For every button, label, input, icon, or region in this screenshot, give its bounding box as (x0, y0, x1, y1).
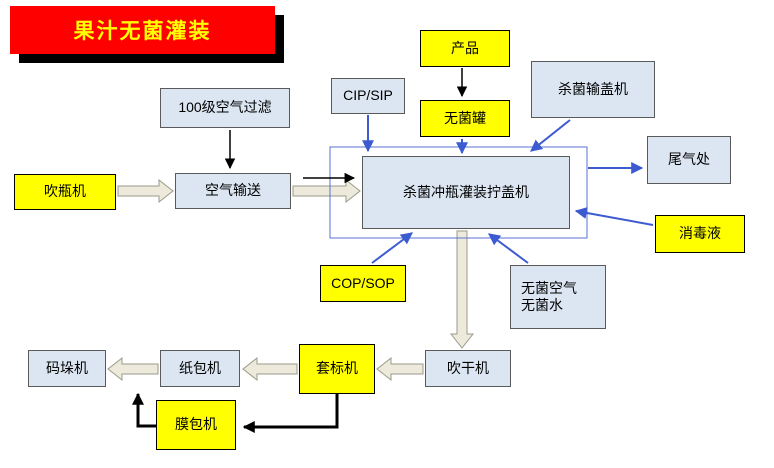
node-cop-sop-label: COP/SOP (331, 274, 395, 291)
block-arrow-paperpacker-to-palletizer (107, 356, 159, 382)
node-air-filter: 100级空气过滤 (160, 88, 290, 128)
block-arrow-airconveyor-to-filler (292, 178, 361, 204)
node-paper-packer-label: 纸包机 (179, 359, 221, 376)
node-sterile-water-label: 无菌水 (521, 297, 563, 313)
node-paper-packer: 纸包机 (160, 350, 240, 387)
node-sterile-air-water: 无菌空气 无菌水 (510, 265, 606, 329)
arrow-copsop-to-filler (371, 232, 413, 264)
arrow-disinfectant-to-filler (574, 207, 654, 226)
block-arrow-blowmolder-to-airconveyor (117, 178, 174, 204)
block-arrow-dryer-to-sleevelabeler (376, 356, 424, 382)
arrow-capsterilizer-to-filler (530, 119, 571, 152)
node-exhaust: 尾气处 (647, 136, 731, 184)
block-arrow-sleevelabeler-to-paperpacker (242, 356, 298, 382)
title-banner: 果汁无菌灌装 (10, 6, 275, 54)
node-product: 产品 (420, 30, 510, 67)
node-air-filter-label: 100级空气过滤 (178, 99, 272, 116)
node-cap-sterilizer-label: 杀菌输盖机 (558, 80, 628, 97)
node-film-wrapper-label: 膜包机 (175, 416, 217, 433)
node-aseptic-tank-label: 无菌罐 (444, 109, 486, 126)
node-sleeve-labeler-label: 套标机 (316, 360, 358, 377)
arrow-sleevelabeler-to-filmwrapper (242, 394, 339, 433)
block-arrow-filler-to-dryer (449, 230, 475, 349)
page-title: 果汁无菌灌装 (73, 19, 212, 43)
node-exhaust-label: 尾气处 (668, 151, 710, 168)
arrow-filmwrapper-to-paperpacker (132, 392, 156, 428)
node-dryer-label: 吹干机 (447, 359, 489, 376)
node-cip-sip-label: CIP/SIP (343, 87, 393, 104)
node-filler-machine: 杀菌冲瓶灌装拧盖机 (362, 156, 570, 229)
node-blow-molder: 吹瓶机 (14, 174, 116, 210)
node-blow-molder-label: 吹瓶机 (44, 183, 86, 200)
node-aseptic-tank: 无菌罐 (420, 100, 510, 137)
node-filler-machine-label: 杀菌冲瓶灌装拧盖机 (403, 183, 529, 200)
node-cap-sterilizer: 杀菌输盖机 (531, 61, 655, 118)
node-product-label: 产品 (451, 39, 479, 56)
node-sterile-air-label: 无菌空气 (521, 279, 577, 296)
node-air-conveyor: 空气输送 (175, 173, 291, 209)
node-film-wrapper: 膜包机 (156, 400, 236, 450)
node-cop-sop: COP/SOP (320, 265, 406, 302)
node-sleeve-labeler: 套标机 (299, 344, 375, 394)
node-cip-sip: CIP/SIP (331, 78, 405, 114)
node-disinfectant: 消毒液 (655, 215, 745, 253)
node-dryer: 吹干机 (425, 350, 511, 387)
node-air-conveyor-label: 空气输送 (205, 182, 261, 199)
node-disinfectant-label: 消毒液 (679, 225, 721, 242)
arrow-sterileairwater-to-filler (488, 233, 529, 264)
node-palletizer-label: 码垛机 (46, 359, 88, 376)
node-palletizer: 码垛机 (28, 350, 106, 387)
